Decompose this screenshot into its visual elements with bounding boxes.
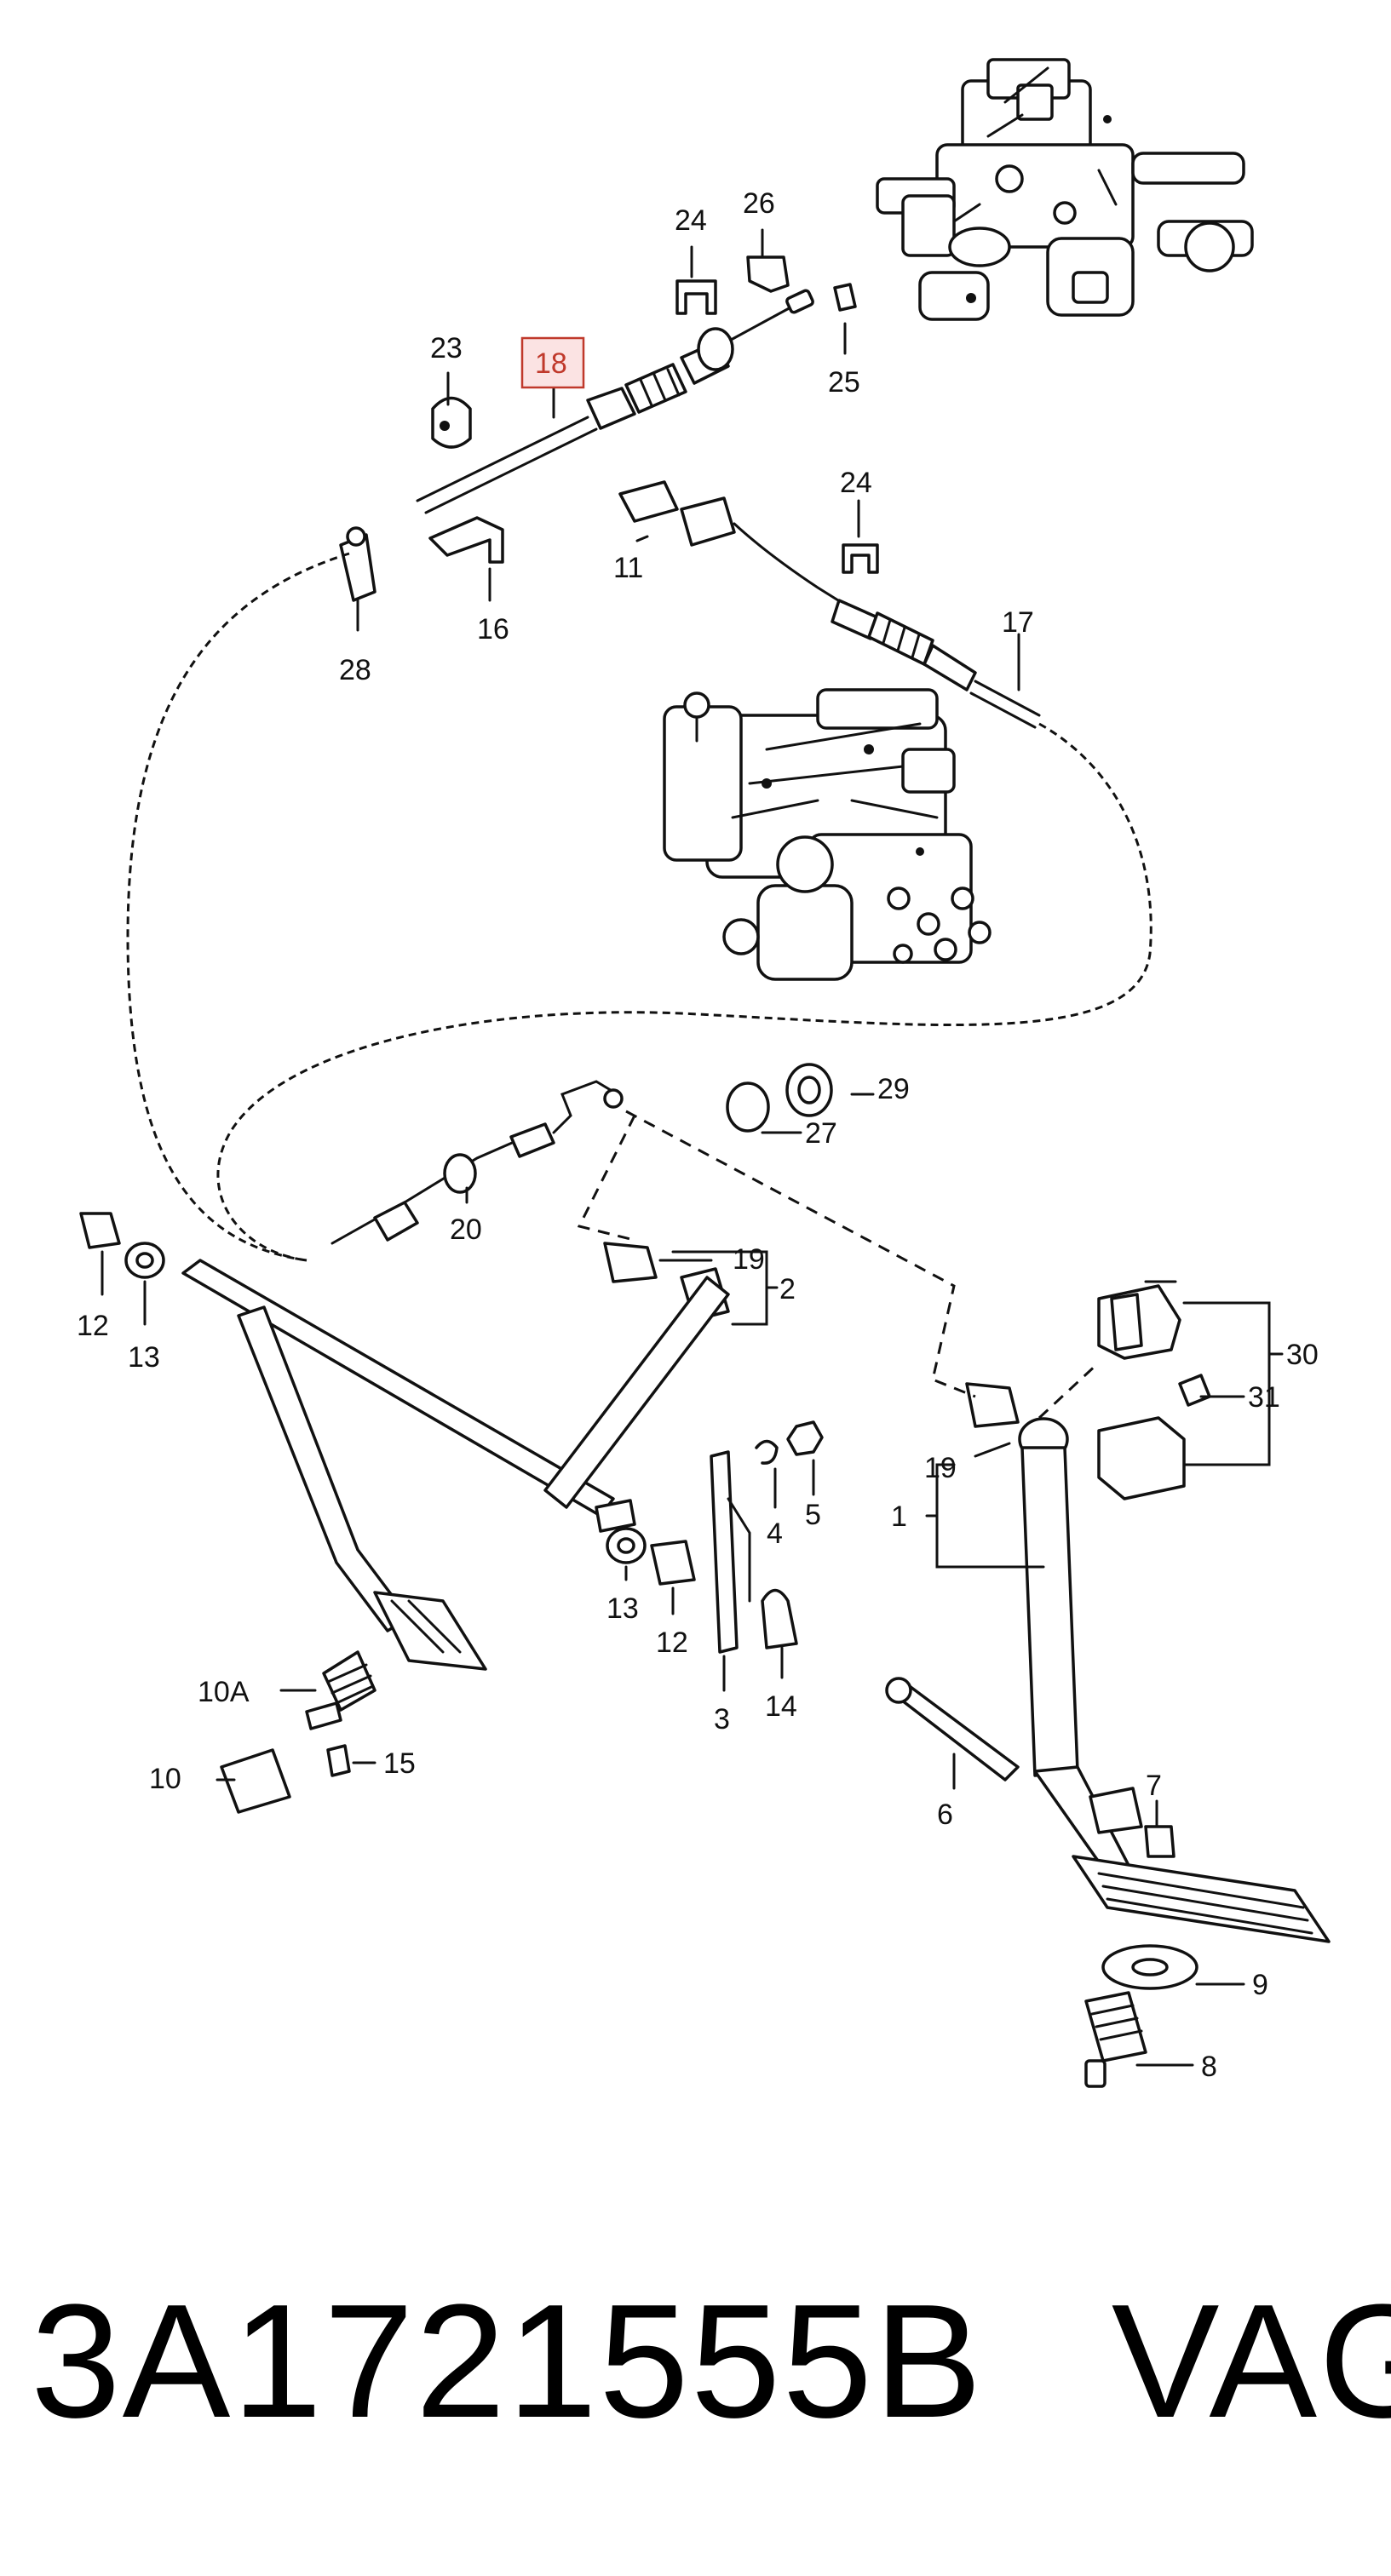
- label-15: 15: [383, 1747, 416, 1780]
- clip-24-mid: [842, 543, 879, 574]
- label-13-mid: 13: [606, 1592, 639, 1625]
- brace-30: [1182, 1301, 1284, 1466]
- part-number-footer: 3A1721555B VAG: [31, 2271, 1391, 2452]
- label-12-mid: 12: [656, 1626, 688, 1659]
- cable-loop: [126, 552, 1152, 1262]
- label-19-right: 19: [924, 1452, 957, 1484]
- leader-lines: [101, 228, 1245, 2067]
- rod-3: [710, 1450, 739, 1654]
- assembly-dash-line: [577, 1110, 1101, 1420]
- pedal-stop-10A: [305, 1650, 376, 1730]
- label-31: 31: [1248, 1381, 1280, 1414]
- label-8: 8: [1201, 2051, 1217, 2083]
- brand-name: VAG: [1111, 2271, 1391, 2452]
- label-26: 26: [743, 187, 775, 220]
- label-4: 4: [767, 1517, 783, 1550]
- bush-12b: [650, 1540, 696, 1586]
- parts-diagram: 24 26 23 18 25 24 11 16 28 17 29 27 20 1…: [77, 58, 1331, 2088]
- throttle-cable-18: [416, 289, 814, 514]
- buffer-8: [1084, 1991, 1147, 2088]
- label-2: 2: [779, 1273, 796, 1305]
- label-25: 25: [828, 366, 860, 399]
- label-3: 3: [714, 1703, 730, 1736]
- bracket-26: [746, 255, 790, 293]
- label-30: 30: [1286, 1339, 1319, 1371]
- brace-2: [671, 1250, 779, 1326]
- label-10: 10: [149, 1763, 181, 1795]
- label-10A: 10A: [198, 1676, 250, 1708]
- screw-31: [1178, 1374, 1211, 1407]
- label-6: 6: [937, 1799, 953, 1831]
- label-19-top: 19: [733, 1243, 765, 1276]
- label-12-left: 12: [77, 1310, 109, 1342]
- clip-25: [833, 283, 857, 312]
- label-20: 20: [450, 1213, 482, 1246]
- cable-17: [733, 522, 1041, 729]
- label-17: 17: [1002, 606, 1034, 639]
- label-5: 5: [805, 1499, 821, 1531]
- highlight-box-18: [520, 336, 585, 389]
- bush-19a: [603, 1242, 658, 1283]
- cap-27: [726, 1081, 770, 1133]
- label-14: 14: [765, 1690, 797, 1723]
- label-29: 29: [877, 1073, 910, 1105]
- label-9: 9: [1252, 1969, 1268, 2001]
- label-27: 27: [805, 1117, 837, 1150]
- brace-1: [925, 1463, 1045, 1569]
- label-7: 7: [1146, 1770, 1162, 1802]
- bracket-10: [220, 1748, 291, 1814]
- accelerator-pedal-1: [1018, 1417, 1331, 1943]
- cross-shaft: [181, 1259, 730, 1671]
- linkage-rod-20: [331, 1080, 624, 1245]
- label-13-left: 13: [128, 1341, 160, 1374]
- clip-7: [1144, 1825, 1175, 1858]
- block-30: [1097, 1416, 1186, 1500]
- carburetor-illustration: [876, 58, 1254, 321]
- bracket-16: [428, 516, 504, 564]
- label-1: 1: [891, 1500, 907, 1533]
- clip-24-top: [675, 279, 717, 315]
- label-24-top: 24: [675, 204, 707, 237]
- label-24-mid: 24: [840, 467, 872, 499]
- injection-pump-illustration: [663, 688, 992, 981]
- plug-11: [618, 480, 679, 523]
- label-28: 28: [339, 654, 371, 686]
- label-16: 16: [477, 613, 509, 645]
- label-18: 18: [535, 347, 567, 380]
- label-11: 11: [613, 552, 643, 584]
- circlip-4: [755, 1439, 779, 1465]
- bush-12a: [79, 1212, 121, 1249]
- nut-5: [786, 1420, 824, 1456]
- clip-14: [761, 1588, 798, 1649]
- pin-6: [893, 1683, 1020, 1781]
- screw-15: [326, 1744, 351, 1777]
- bush-19b: [965, 1382, 1020, 1428]
- part-number: 3A1721555B: [31, 2271, 984, 2452]
- clamp-23: [431, 396, 472, 449]
- label-23: 23: [430, 332, 463, 364]
